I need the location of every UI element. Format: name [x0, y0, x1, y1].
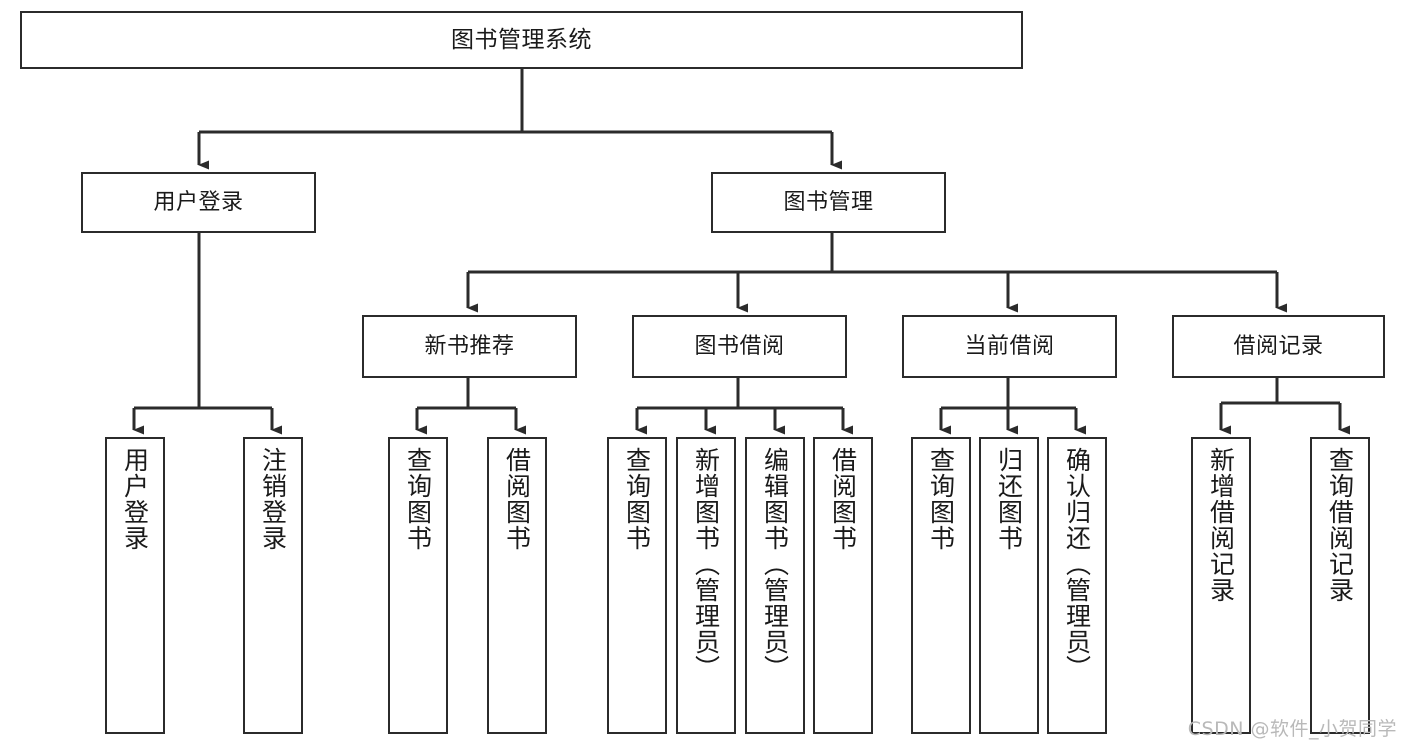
leaf-query-book-3[interactable]: 查询图书 — [911, 437, 971, 734]
node-current-borrow-label: 当前借阅 — [964, 333, 1055, 359]
node-new-book-rec[interactable]: 新书推荐 — [362, 315, 577, 378]
leaf-query-book-3-label: 查询图书 — [926, 447, 956, 551]
node-book-borrow[interactable]: 图书借阅 — [632, 315, 847, 378]
leaf-add-record[interactable]: 新增借阅记录 — [1191, 437, 1251, 734]
leaf-logout-label: 注销登录 — [258, 447, 288, 551]
node-user-login[interactable]: 用户登录 — [81, 172, 316, 233]
leaf-query-record[interactable]: 查询借阅记录 — [1310, 437, 1370, 734]
node-book-manage-label: 图书管理 — [783, 189, 874, 215]
leaf-query-book-2-label: 查询图书 — [622, 447, 652, 551]
leaf-return-book[interactable]: 归还图书 — [979, 437, 1039, 734]
leaf-logout[interactable]: 注销登录 — [243, 437, 303, 734]
node-borrow-record[interactable]: 借阅记录 — [1172, 315, 1385, 378]
leaf-return-book-label: 归还图书 — [994, 447, 1024, 551]
leaf-borrow-book-2-label: 借阅图书 — [828, 447, 858, 551]
leaf-add-book-label: 新增图书（管理员） — [691, 447, 721, 681]
leaf-edit-book[interactable]: 编辑图书（管理员） — [745, 437, 805, 734]
node-new-book-rec-label: 新书推荐 — [424, 333, 515, 359]
leaf-user-login-label: 用户登录 — [120, 447, 150, 551]
node-root-label: 图书管理系统 — [451, 26, 592, 53]
leaf-query-book-2[interactable]: 查询图书 — [607, 437, 667, 734]
leaf-query-book-1[interactable]: 查询图书 — [388, 437, 448, 734]
leaf-confirm-return[interactable]: 确认归还（管理员） — [1047, 437, 1107, 734]
leaf-edit-book-label: 编辑图书（管理员） — [760, 447, 790, 681]
leaf-add-book[interactable]: 新增图书（管理员） — [676, 437, 736, 734]
csdn-watermark: CSDN @软件_小贺同学 — [1187, 718, 1397, 740]
leaf-add-record-label: 新增借阅记录 — [1206, 447, 1236, 603]
leaf-borrow-book-1-label: 借阅图书 — [502, 447, 532, 551]
node-book-borrow-label: 图书借阅 — [694, 333, 785, 359]
node-borrow-record-label: 借阅记录 — [1233, 333, 1324, 359]
leaf-query-book-1-label: 查询图书 — [403, 447, 433, 551]
leaf-user-login[interactable]: 用户登录 — [105, 437, 165, 734]
node-root[interactable]: 图书管理系统 — [20, 11, 1023, 69]
leaf-confirm-return-label: 确认归还（管理员） — [1062, 447, 1092, 681]
node-current-borrow[interactable]: 当前借阅 — [902, 315, 1117, 378]
node-book-manage[interactable]: 图书管理 — [711, 172, 946, 233]
leaf-query-record-label: 查询借阅记录 — [1325, 447, 1355, 603]
leaf-borrow-book-1[interactable]: 借阅图书 — [487, 437, 547, 734]
leaf-borrow-book-2[interactable]: 借阅图书 — [813, 437, 873, 734]
node-user-login-label: 用户登录 — [153, 189, 244, 215]
